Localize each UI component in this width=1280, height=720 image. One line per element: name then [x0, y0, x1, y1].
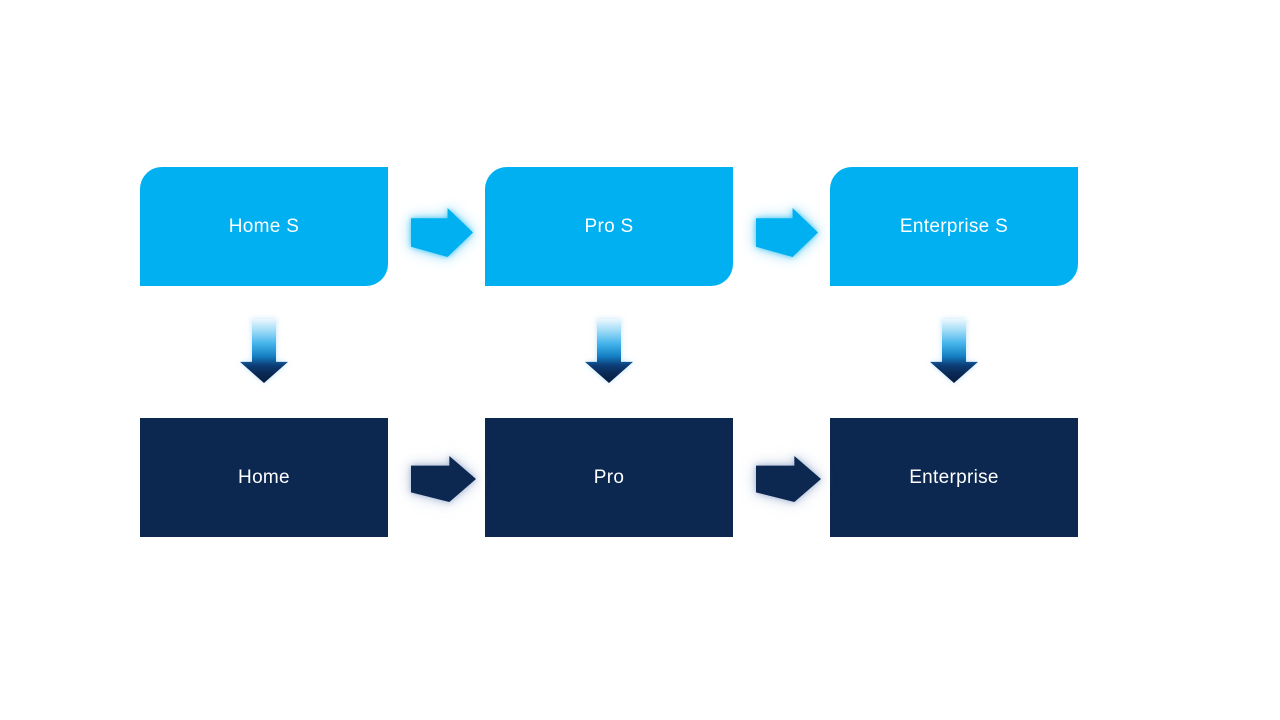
- right-arrow-icon: [411, 456, 476, 502]
- right-arrow-shape: [411, 208, 473, 257]
- node-pro: Pro: [485, 418, 733, 537]
- node-pro-label: Pro: [593, 466, 625, 488]
- down-arrow-shape: [585, 319, 633, 383]
- node-home-s: Home S: [140, 167, 388, 286]
- node-home-label: Home: [238, 466, 290, 488]
- right-arrow-icon: [756, 208, 818, 257]
- node-pro-s-label: Pro S: [584, 215, 634, 237]
- right-arrow-shape: [756, 456, 821, 502]
- node-pro-s: Pro S: [485, 167, 733, 286]
- right-arrow-icon: [756, 456, 821, 502]
- down-arrow-shape: [240, 319, 288, 383]
- down-arrow-icon: [930, 319, 978, 383]
- down-arrow-shape: [930, 319, 978, 383]
- node-home-s-label: Home S: [228, 215, 300, 237]
- right-arrow-icon: [411, 208, 473, 257]
- node-enterprise-s: Enterprise S: [830, 167, 1078, 286]
- node-enterprise-label: Enterprise: [909, 466, 999, 488]
- right-arrow-shape: [756, 208, 818, 257]
- down-arrow-icon: [585, 319, 633, 383]
- down-arrow-icon: [240, 319, 288, 383]
- node-home: Home: [140, 418, 388, 537]
- node-enterprise: Enterprise: [830, 418, 1078, 537]
- node-enterprise-s-label: Enterprise S: [899, 215, 1009, 237]
- right-arrow-shape: [411, 456, 476, 502]
